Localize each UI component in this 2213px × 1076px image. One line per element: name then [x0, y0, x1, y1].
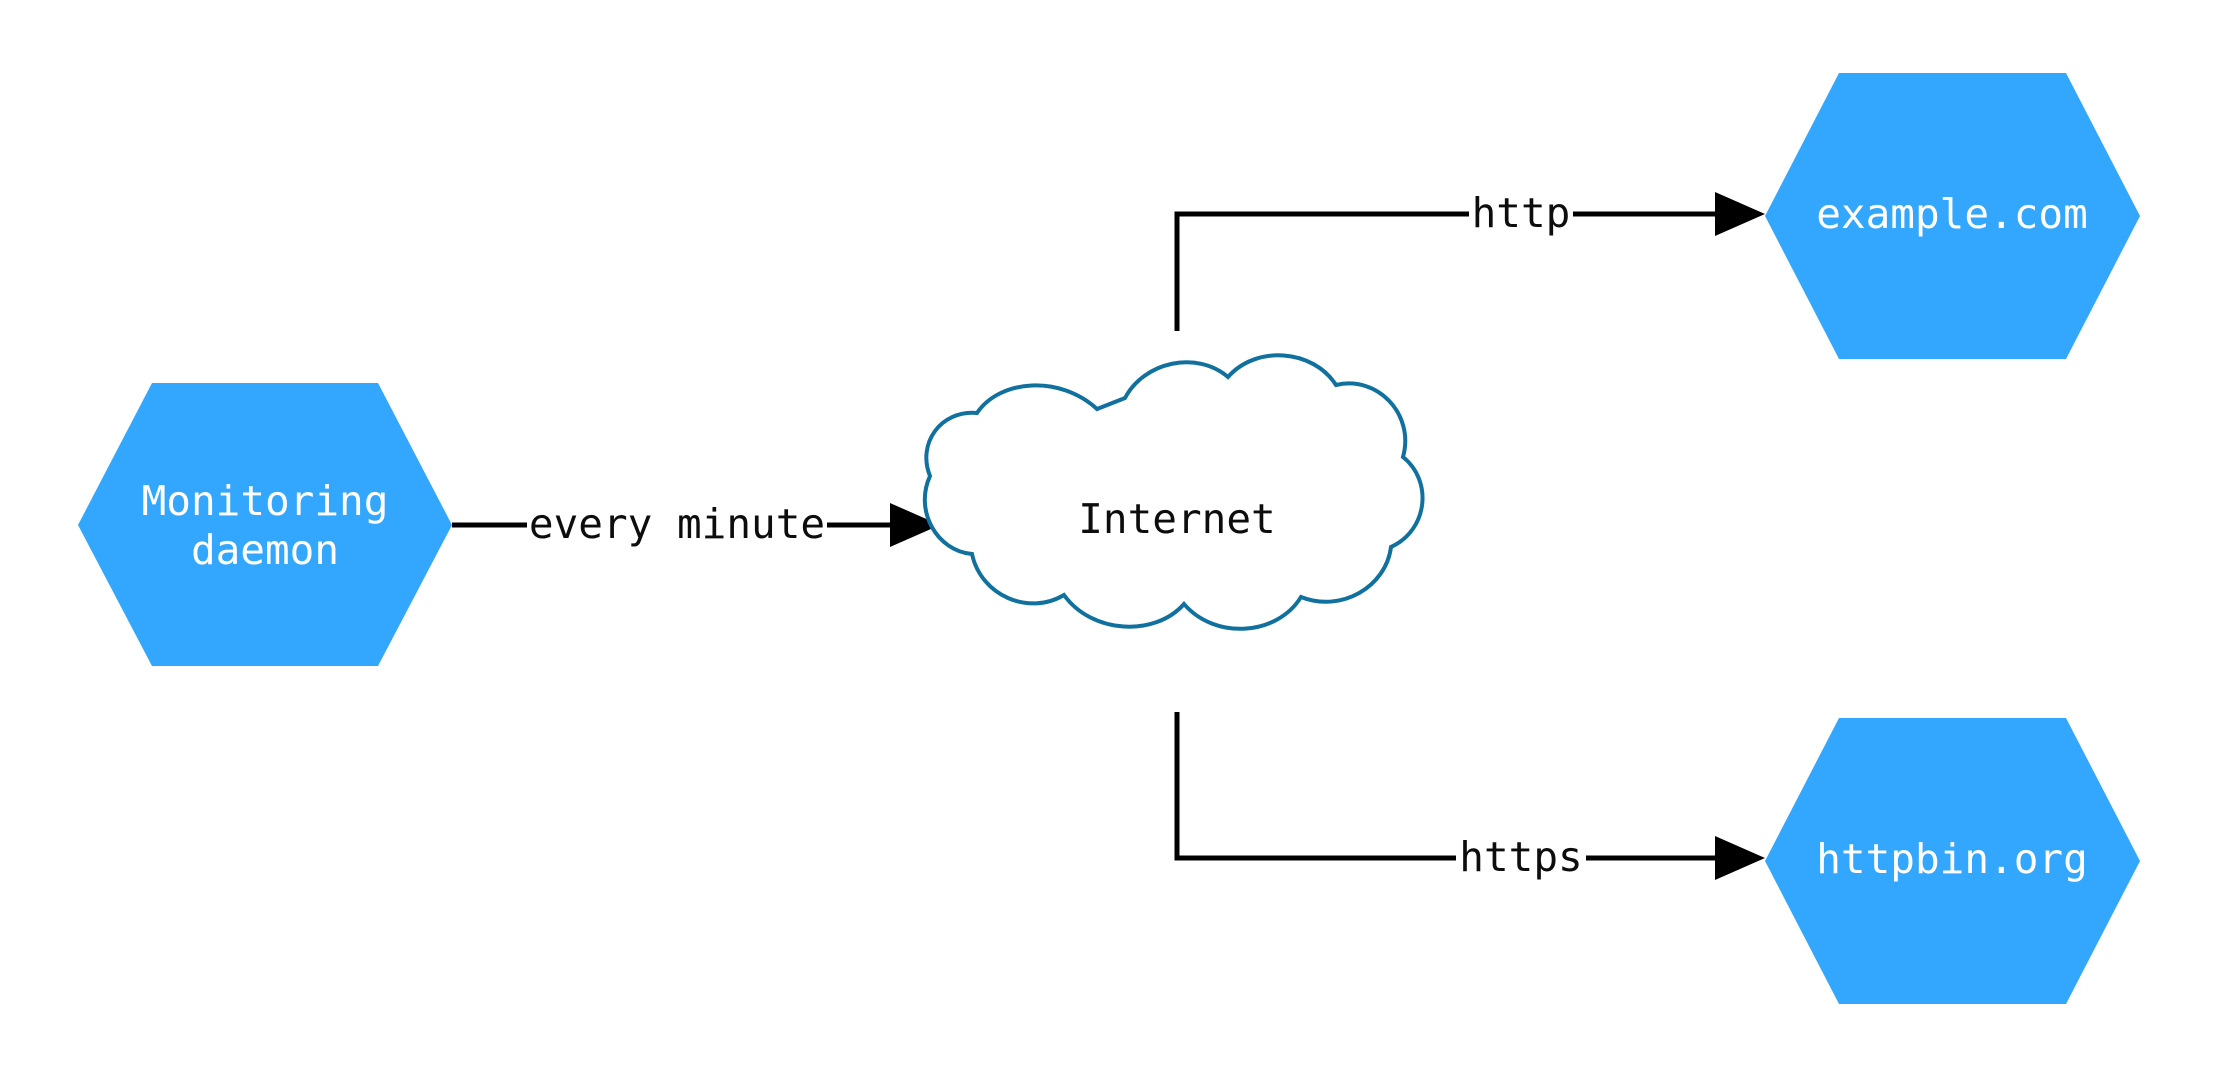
edge-internet-to-example-arrowhead — [1715, 192, 1765, 236]
monitoring-daemon-label-line1: Monitoring — [142, 477, 389, 525]
node-httpbin-org[interactable]: httpbin.org — [1765, 718, 2140, 1004]
monitoring-daemon-hexagon — [78, 383, 452, 666]
node-example-com[interactable]: example.com — [1765, 73, 2140, 359]
edge-internet-to-httpbin-line — [1174, 712, 1720, 861]
node-monitoring-daemon[interactable]: Monitoring daemon — [78, 383, 452, 666]
example-com-label: example.com — [1816, 190, 2088, 238]
edge-internet-to-example-line — [1174, 211, 1720, 331]
edge-daemon-to-internet-label-bg — [527, 500, 827, 550]
edge-internet-to-httpbin-arrowhead — [1715, 836, 1765, 880]
edge-label-every-minute: every minute — [529, 500, 825, 548]
edge-internet-to-example[interactable]: http — [1174, 189, 1765, 331]
edge-internet-to-example-label-bg — [1469, 190, 1573, 240]
node-internet[interactable]: Internet — [922, 353, 1425, 631]
monitoring-daemon-label-line2: daemon — [191, 526, 339, 574]
edge-daemon-to-internet-arrowhead — [890, 503, 940, 547]
edge-label-http: http — [1472, 189, 1571, 237]
edge-label-https: https — [1459, 833, 1582, 881]
httpbin-org-label: httpbin.org — [1816, 835, 2088, 883]
example-com-hexagon — [1765, 73, 2140, 359]
edge-internet-to-httpbin[interactable]: https — [1174, 712, 1765, 884]
edge-daemon-to-internet[interactable]: every minute — [452, 500, 940, 550]
edge-internet-to-httpbin-label-bg — [1456, 834, 1586, 884]
internet-label: Internet — [1078, 495, 1275, 543]
httpbin-org-hexagon — [1765, 718, 2140, 1004]
internet-cloud-shape — [922, 353, 1425, 631]
